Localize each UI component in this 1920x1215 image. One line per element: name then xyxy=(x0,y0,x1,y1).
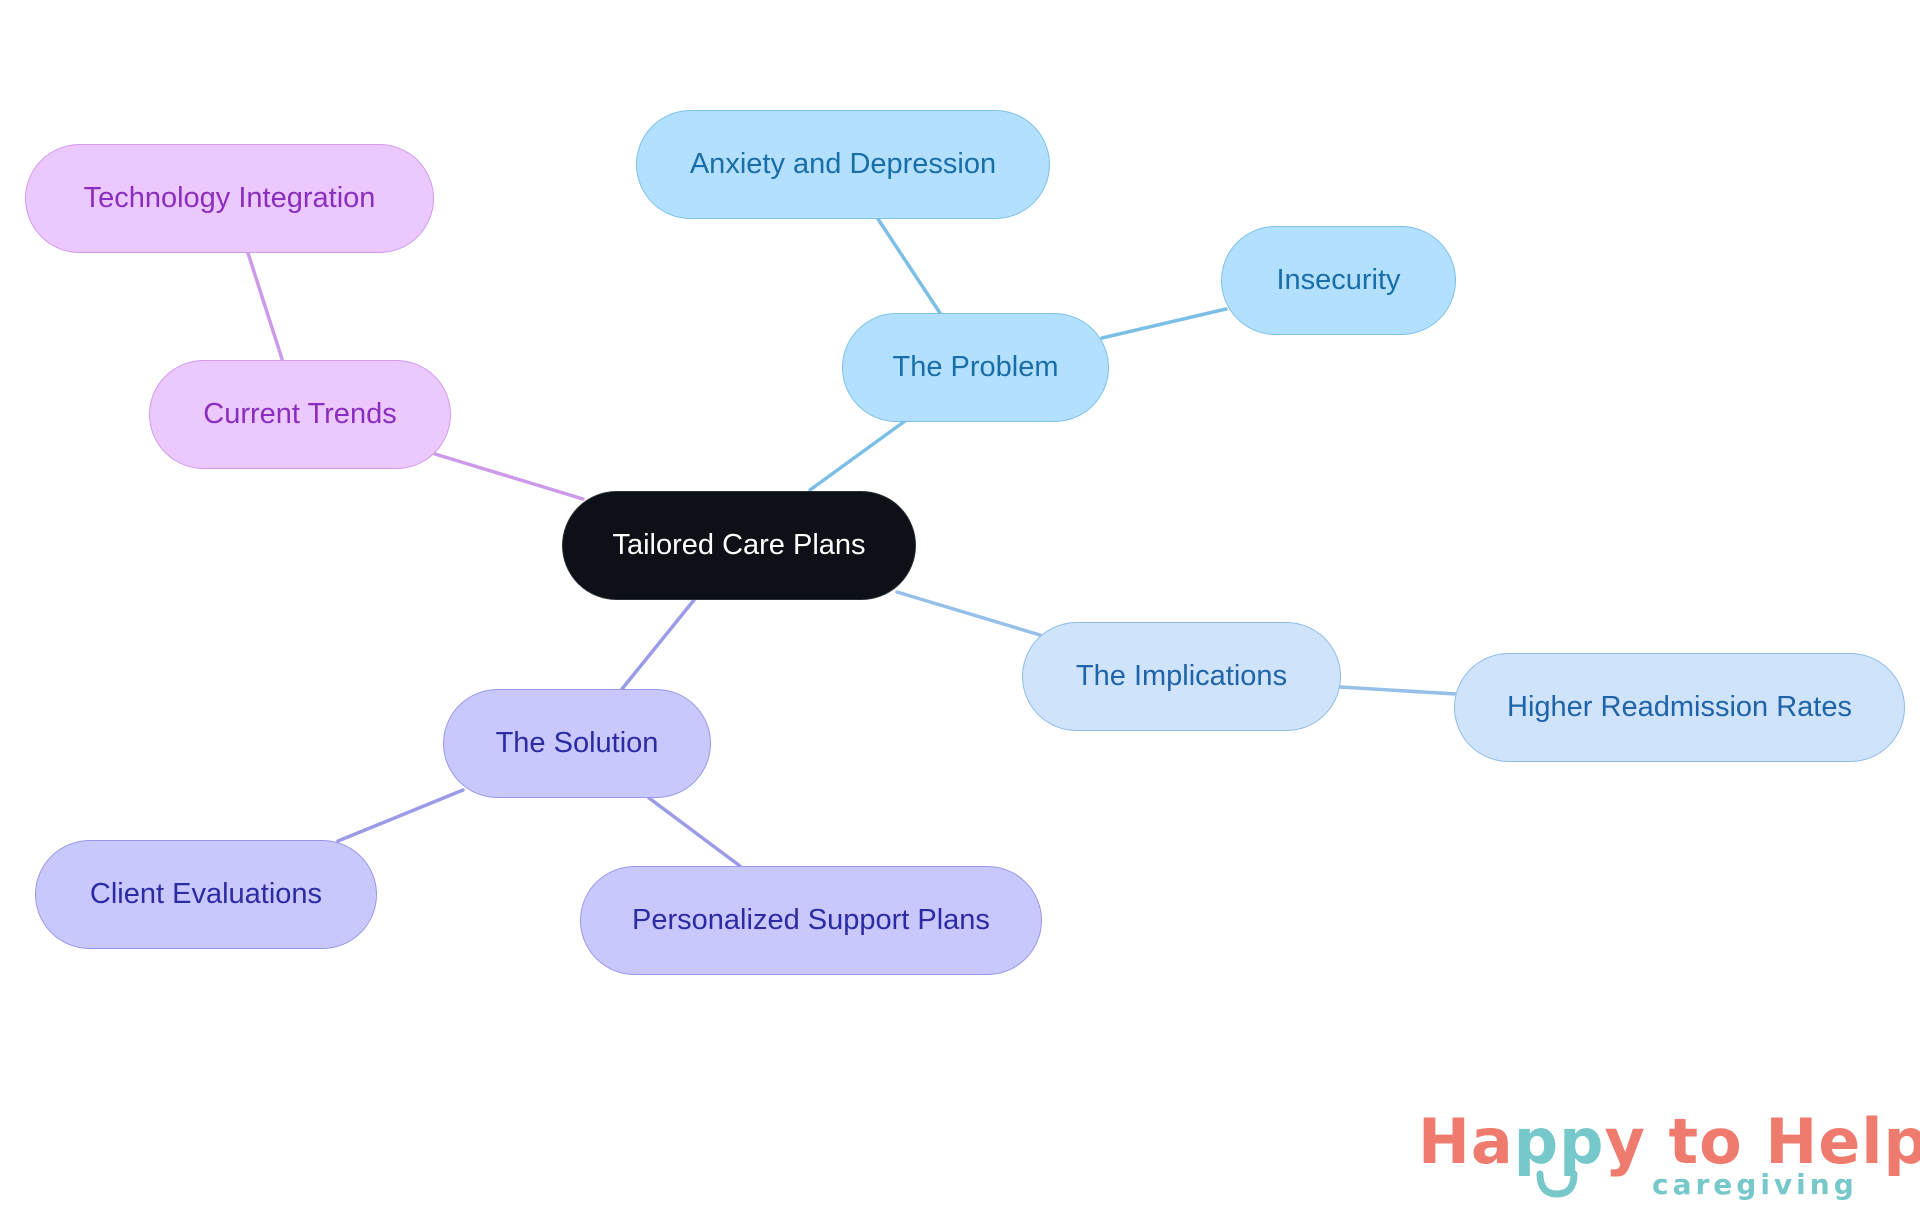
edge-root-current-trends xyxy=(433,452,585,501)
node-technology-integration[interactable]: Technology Integration xyxy=(25,144,434,253)
edge-root-solution xyxy=(620,598,696,691)
node-the-implications[interactable]: The Implications xyxy=(1022,622,1341,731)
logo-letters-pp: pp xyxy=(1513,1105,1605,1178)
node-the-solution[interactable]: The Solution xyxy=(443,689,711,798)
node-insecurity[interactable]: Insecurity xyxy=(1221,226,1456,335)
node-higher-readmission-rates[interactable]: Higher Readmission Rates xyxy=(1454,653,1905,762)
logo-letter-ha: Ha xyxy=(1418,1105,1514,1178)
logo-words-rest: to Help xyxy=(1645,1105,1920,1178)
edge-root-problem xyxy=(808,419,907,492)
node-tailored-care-plans[interactable]: Tailored Care Plans xyxy=(562,491,916,600)
edge-problem-anxiety xyxy=(876,217,942,315)
node-anxiety-and-depression[interactable]: Anxiety and Depression xyxy=(636,110,1050,219)
edge-solution-client-evaluations xyxy=(336,788,465,843)
logo-letter-y: y xyxy=(1604,1105,1646,1178)
node-client-evaluations[interactable]: Client Evaluations xyxy=(35,840,377,949)
edge-problem-insecurity xyxy=(1100,307,1228,340)
brand-logo: Happy to Help caregiving xyxy=(1418,1104,1920,1204)
logo-subtitle: caregiving xyxy=(1652,1168,1858,1201)
edge-current-trends-technology xyxy=(246,251,284,361)
edge-root-implications xyxy=(895,590,1042,637)
logo-wordmark: Happy to Help xyxy=(1418,1104,1920,1180)
node-the-problem[interactable]: The Problem xyxy=(842,313,1109,422)
edge-implications-readmission xyxy=(1338,685,1458,696)
node-current-trends[interactable]: Current Trends xyxy=(149,360,451,469)
edge-solution-personalized-support xyxy=(647,796,742,868)
node-personalized-support-plans[interactable]: Personalized Support Plans xyxy=(580,866,1042,975)
smile-icon xyxy=(1536,1170,1578,1198)
